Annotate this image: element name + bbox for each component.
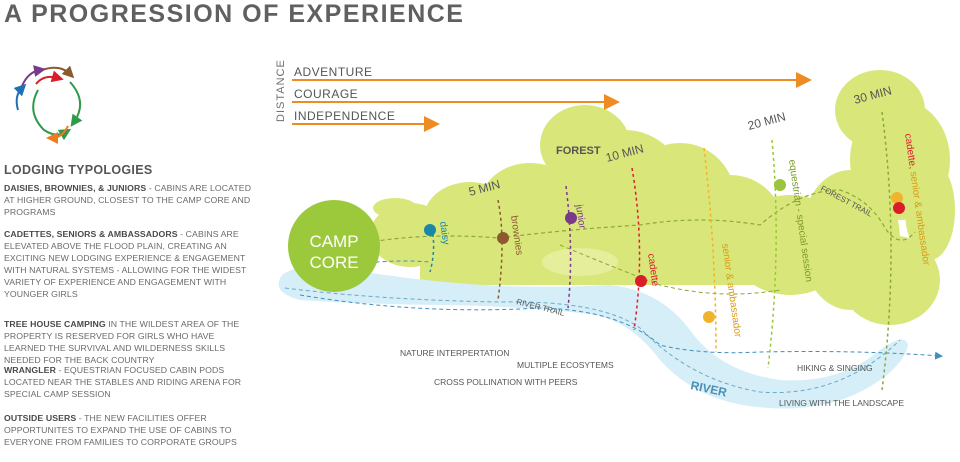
cadette-label: cadette: [645, 253, 661, 287]
tree-house-line: [881, 111, 892, 391]
senior-line: [703, 147, 717, 353]
river-trail-line: [284, 287, 901, 394]
river-shape: [278, 266, 909, 409]
forest-label: FOREST: [556, 145, 601, 157]
camp-core-circle: [288, 200, 380, 292]
adventure-label: ADVENTURE: [294, 65, 373, 79]
lodging-item-outside-users: OUTSIDE USERS - THE NEW FACILITIES OFFER…: [4, 413, 237, 447]
time-20-min: 20 MIN: [746, 109, 787, 133]
daisy-label: daisy: [437, 221, 451, 246]
cadette-marker: [635, 275, 647, 287]
river-edge-line: [319, 260, 431, 271]
lodging-item-tree-house: TREE HOUSE CAMPING IN THE WILDEST AREA O…: [4, 319, 240, 365]
lodging-item-cadettes: CADETTES, SENIORS & AMBASSADORS - CABINS…: [4, 229, 247, 299]
junior-marker: [565, 212, 577, 224]
junior-label: junior: [573, 203, 588, 230]
camp-core-label-1: CAMP: [309, 232, 358, 251]
cycle-arrows-icon: [13, 65, 83, 144]
activity-multiple-ecosystems: MULTIPLE ECOSYTEMS: [517, 360, 614, 370]
activity-nature-interpretation: NATURE INTERPERTATION: [400, 348, 509, 358]
forest-area: [370, 70, 955, 325]
forest-trail-branch: [559, 244, 781, 295]
forest-trail-line: [359, 189, 916, 245]
camp-core-label-2: CORE: [309, 253, 358, 272]
cadette-line: [631, 167, 641, 331]
lodging-typologies-heading: LODGING TYPOLOGIES: [4, 163, 153, 177]
tree-house-senior-marker: [891, 192, 903, 204]
daisy-marker: [424, 224, 436, 236]
activity-hiking-singing: HIKING & SINGING: [797, 363, 873, 373]
activity-cross-pollination: CROSS POLLINATION WITH PEERS: [434, 377, 578, 387]
river-trail-arrow: [299, 294, 943, 360]
page-title: A PROGRESSION OF EXPERIENCE: [4, 0, 465, 28]
activity-living-landscape: LIVING WITH THE LANDSCAPE: [779, 398, 904, 408]
junior-line: [565, 185, 572, 309]
lodging-item-wrangler: WRANGLER - EQUESTRIAN FOCUSED CABIN PODS…: [4, 365, 242, 399]
brownies-marker: [497, 232, 509, 244]
forest-clearing: [542, 248, 618, 276]
distance-axis-label: DISTANCE: [275, 59, 287, 122]
lodging-item-juniors: DAISIES, BROWNIES, & JUNIORS - CABINS AR…: [4, 183, 252, 217]
equestrian-marker: [774, 179, 786, 191]
independence-label: INDEPENDENCE: [294, 109, 395, 123]
tree-house-cadette-marker: [893, 202, 905, 214]
senior-marker: [703, 311, 715, 323]
equestrian-line: [767, 139, 777, 369]
courage-label: COURAGE: [294, 87, 358, 101]
